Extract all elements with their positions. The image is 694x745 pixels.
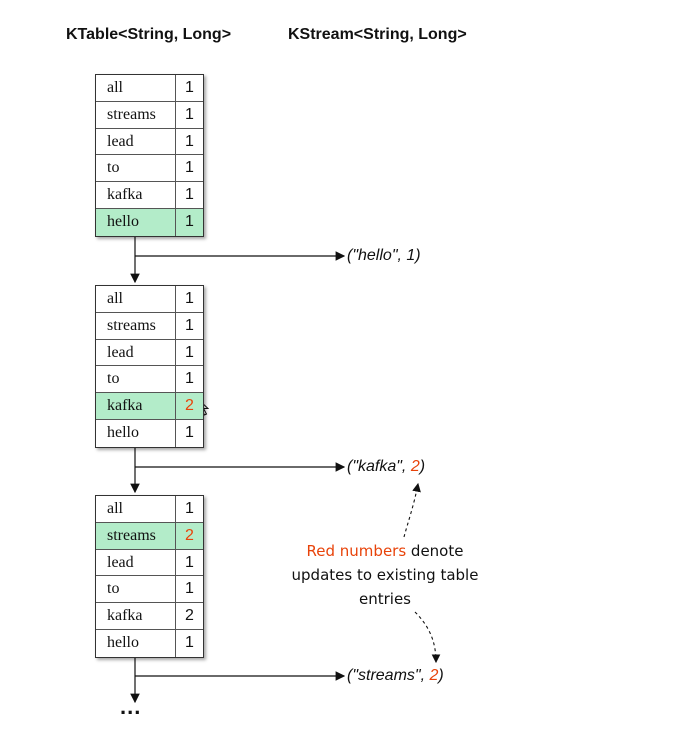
annotation-note: Red numbers denote updates to existing t… [290, 539, 480, 611]
row-key: streams [96, 312, 176, 339]
annotation-red-part: Red numbers [306, 542, 407, 560]
row-key: lead [96, 339, 176, 366]
annotation-rest: denote updates to existing table entries [291, 542, 479, 608]
table-row: to 1 [96, 366, 203, 394]
row-key: hello [96, 208, 176, 236]
row-value: 1 [185, 423, 194, 441]
row-value: 1 [185, 500, 194, 517]
row-value: 1 [185, 580, 194, 598]
row-key: to [96, 576, 176, 603]
note-arrow-down [414, 611, 441, 664]
row-value: 2 [185, 397, 194, 415]
row-key: all [96, 496, 176, 522]
row-value: 1 [185, 553, 194, 571]
row-value: 1 [185, 186, 194, 204]
kstream-header: KStream<String, Long> [288, 26, 467, 43]
stream-record-1: ("hello", 1) [347, 247, 421, 264]
table-row: to 1 [96, 576, 203, 604]
ktable-snapshot-2: all 1 streams 1 lead 1 to 1 kafka 2 hello 1 [95, 285, 204, 448]
row-key: hello [96, 419, 176, 447]
row-value: 1 [185, 290, 194, 307]
row-value: 1 [185, 370, 194, 388]
row-value: 1 [185, 212, 194, 230]
table-row: lead 1 [96, 549, 203, 577]
row-value: 1 [185, 316, 194, 334]
table-row: lead 1 [96, 128, 203, 156]
row-value: 1 [185, 79, 194, 96]
row-value: 1 [185, 105, 194, 123]
ktable-header: KTable<String, Long> [66, 26, 232, 43]
table-row: all 1 [96, 286, 203, 313]
table-row: lead 1 [96, 339, 203, 367]
table-row: streams 1 [96, 101, 203, 129]
row-key: lead [96, 549, 176, 576]
table-row: to 1 [96, 155, 203, 183]
row-key: streams [96, 522, 176, 549]
ellipsis: ... [120, 694, 142, 719]
row-value: 1 [185, 159, 194, 177]
table-row: kafka 2 [96, 603, 203, 630]
table-row: hello 1 [96, 629, 203, 657]
row-key: to [96, 366, 176, 393]
row-key: to [96, 155, 176, 182]
row-value: 2 [185, 607, 194, 625]
row-key: hello [96, 629, 176, 657]
table-row: kafka 1 [96, 182, 203, 209]
table-row: hello 1 [96, 419, 203, 447]
row-value: 1 [185, 633, 194, 651]
row-key: all [96, 286, 176, 312]
row-value: 1 [185, 343, 194, 361]
row-key: streams [96, 101, 176, 128]
row-key: kafka [96, 603, 176, 629]
ktable-snapshot-1: all 1 streams 1 lead 1 to 1 kafka 1 hello 1 [95, 74, 204, 237]
table-row: kafka 2 [96, 393, 203, 420]
table-row: all 1 [96, 75, 203, 102]
table-row: streams 2 [96, 522, 203, 550]
row-key: kafka [96, 393, 176, 419]
stream-record-3: ("streams", 2) [347, 667, 444, 684]
table-row: streams 1 [96, 312, 203, 340]
ktable-snapshot-3: all 1 streams 2 lead 1 to 1 kafka 2 hello 1 [95, 495, 204, 658]
table-row: hello 1 [96, 208, 203, 236]
table-row: all 1 [96, 496, 203, 523]
row-key: all [96, 75, 176, 101]
row-value: 2 [185, 526, 194, 544]
row-key: kafka [96, 182, 176, 208]
row-key: lead [96, 128, 176, 155]
row-value: 1 [185, 132, 194, 150]
stream-record-2: ("kafka", 2) [347, 458, 426, 475]
note-arrow-up [403, 482, 421, 538]
